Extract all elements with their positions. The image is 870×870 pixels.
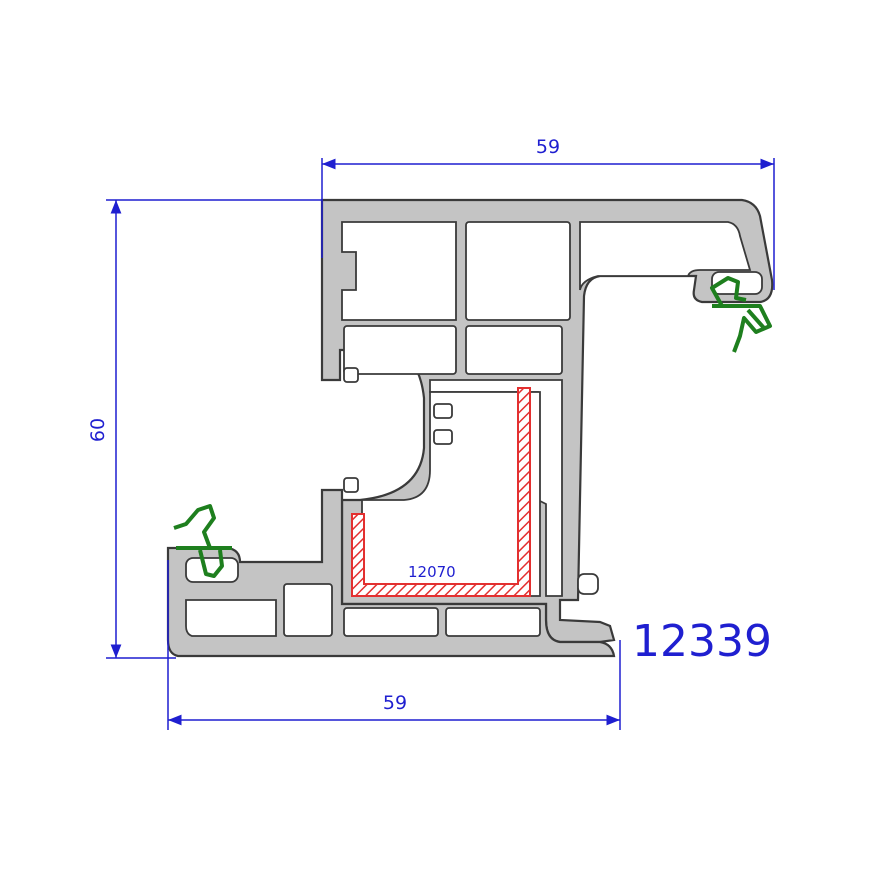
profile-code-label: 12339 [632, 616, 772, 667]
gasket-bottom-left [173, 504, 232, 578]
dimension-height: 60 [87, 199, 322, 659]
dimension-top-value: 59 [536, 136, 560, 158]
lower-chambers [185, 583, 541, 637]
dimension-bottom: 59 [167, 560, 621, 730]
dimension-height-value: 60 [87, 418, 109, 442]
steel-reinforcement [351, 387, 531, 597]
reinforcement-code-label: 12070 [408, 563, 456, 581]
profile-section [166, 198, 774, 658]
upper-chambers [341, 221, 752, 597]
gasket-top-right [710, 276, 772, 353]
dimension-top: 59 [321, 136, 775, 290]
dimension-bottom-value: 59 [383, 692, 407, 714]
